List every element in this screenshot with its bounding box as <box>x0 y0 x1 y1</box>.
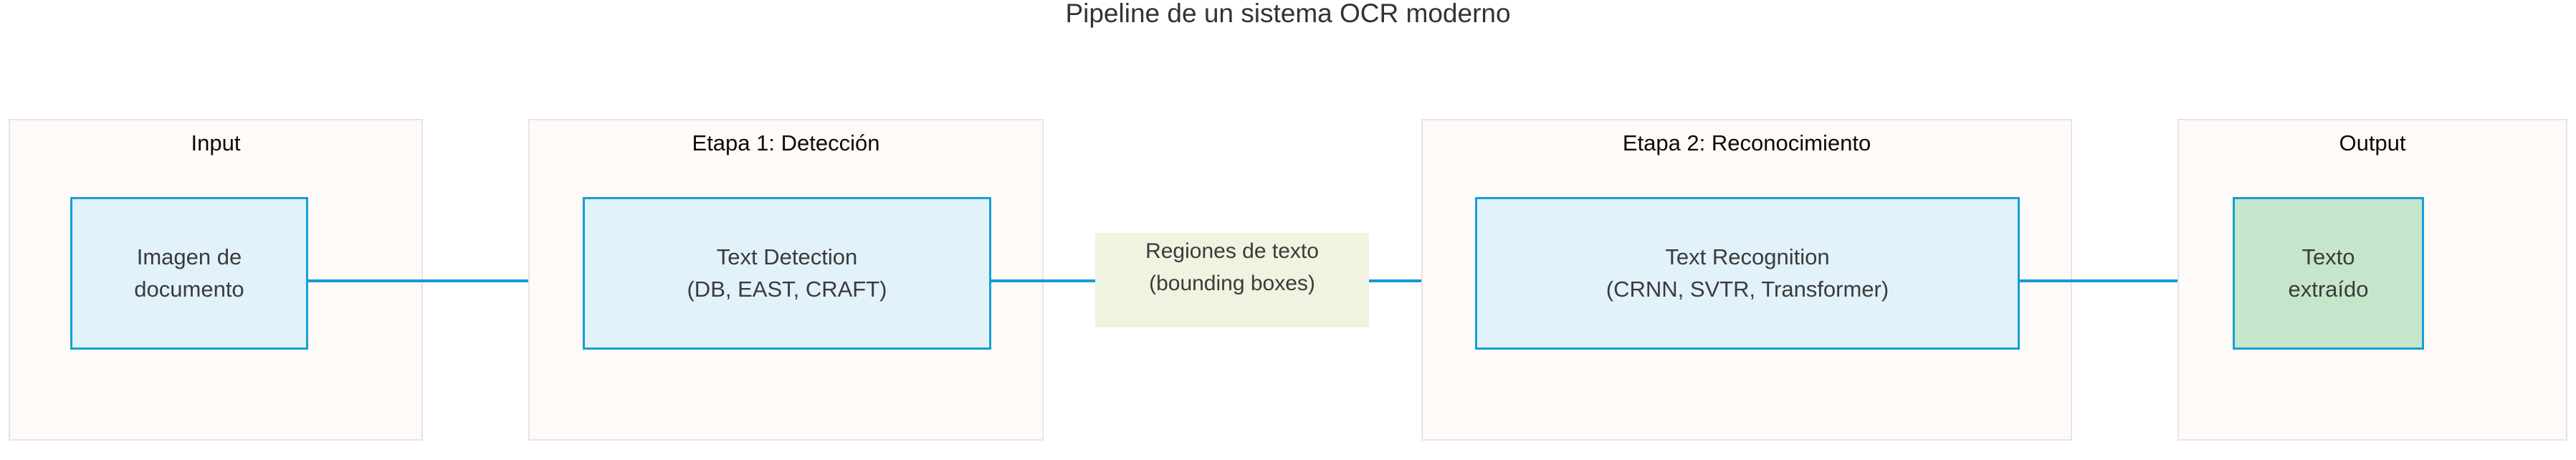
node-text-recognition[interactable]: Text Recognition (CRNN, SVTR, Transforme… <box>1475 197 2020 350</box>
node-text-detection[interactable]: Text Detection (DB, EAST, CRAFT) <box>583 197 991 350</box>
node-label: Texto extraído <box>2288 244 2369 302</box>
edge-label-regiones-de-texto: Regiones de texto (bounding boxes) <box>1095 233 1369 327</box>
node-label: Text Recognition (CRNN, SVTR, Transforme… <box>1606 244 1889 302</box>
node-label: Imagen de documento <box>134 244 244 302</box>
page-title: Pipeline de un sistema OCR moderno <box>1065 0 1511 28</box>
edge-recognition-to-output <box>2020 279 2218 282</box>
cluster-label-output: Output <box>2339 130 2406 155</box>
node-label: Text Detection (DB, EAST, CRAFT) <box>687 244 887 302</box>
cluster-label-stage2: Etapa 2: Reconocimiento <box>1622 130 1871 155</box>
node-texto-extraido[interactable]: Texto extraído <box>2233 197 2424 350</box>
edge-input-to-detection <box>308 279 566 282</box>
cluster-label-stage1: Etapa 1: Detección <box>692 130 880 155</box>
cluster-label-input: Input <box>191 130 241 155</box>
node-imagen-de-documento[interactable]: Imagen de documento <box>70 197 308 350</box>
